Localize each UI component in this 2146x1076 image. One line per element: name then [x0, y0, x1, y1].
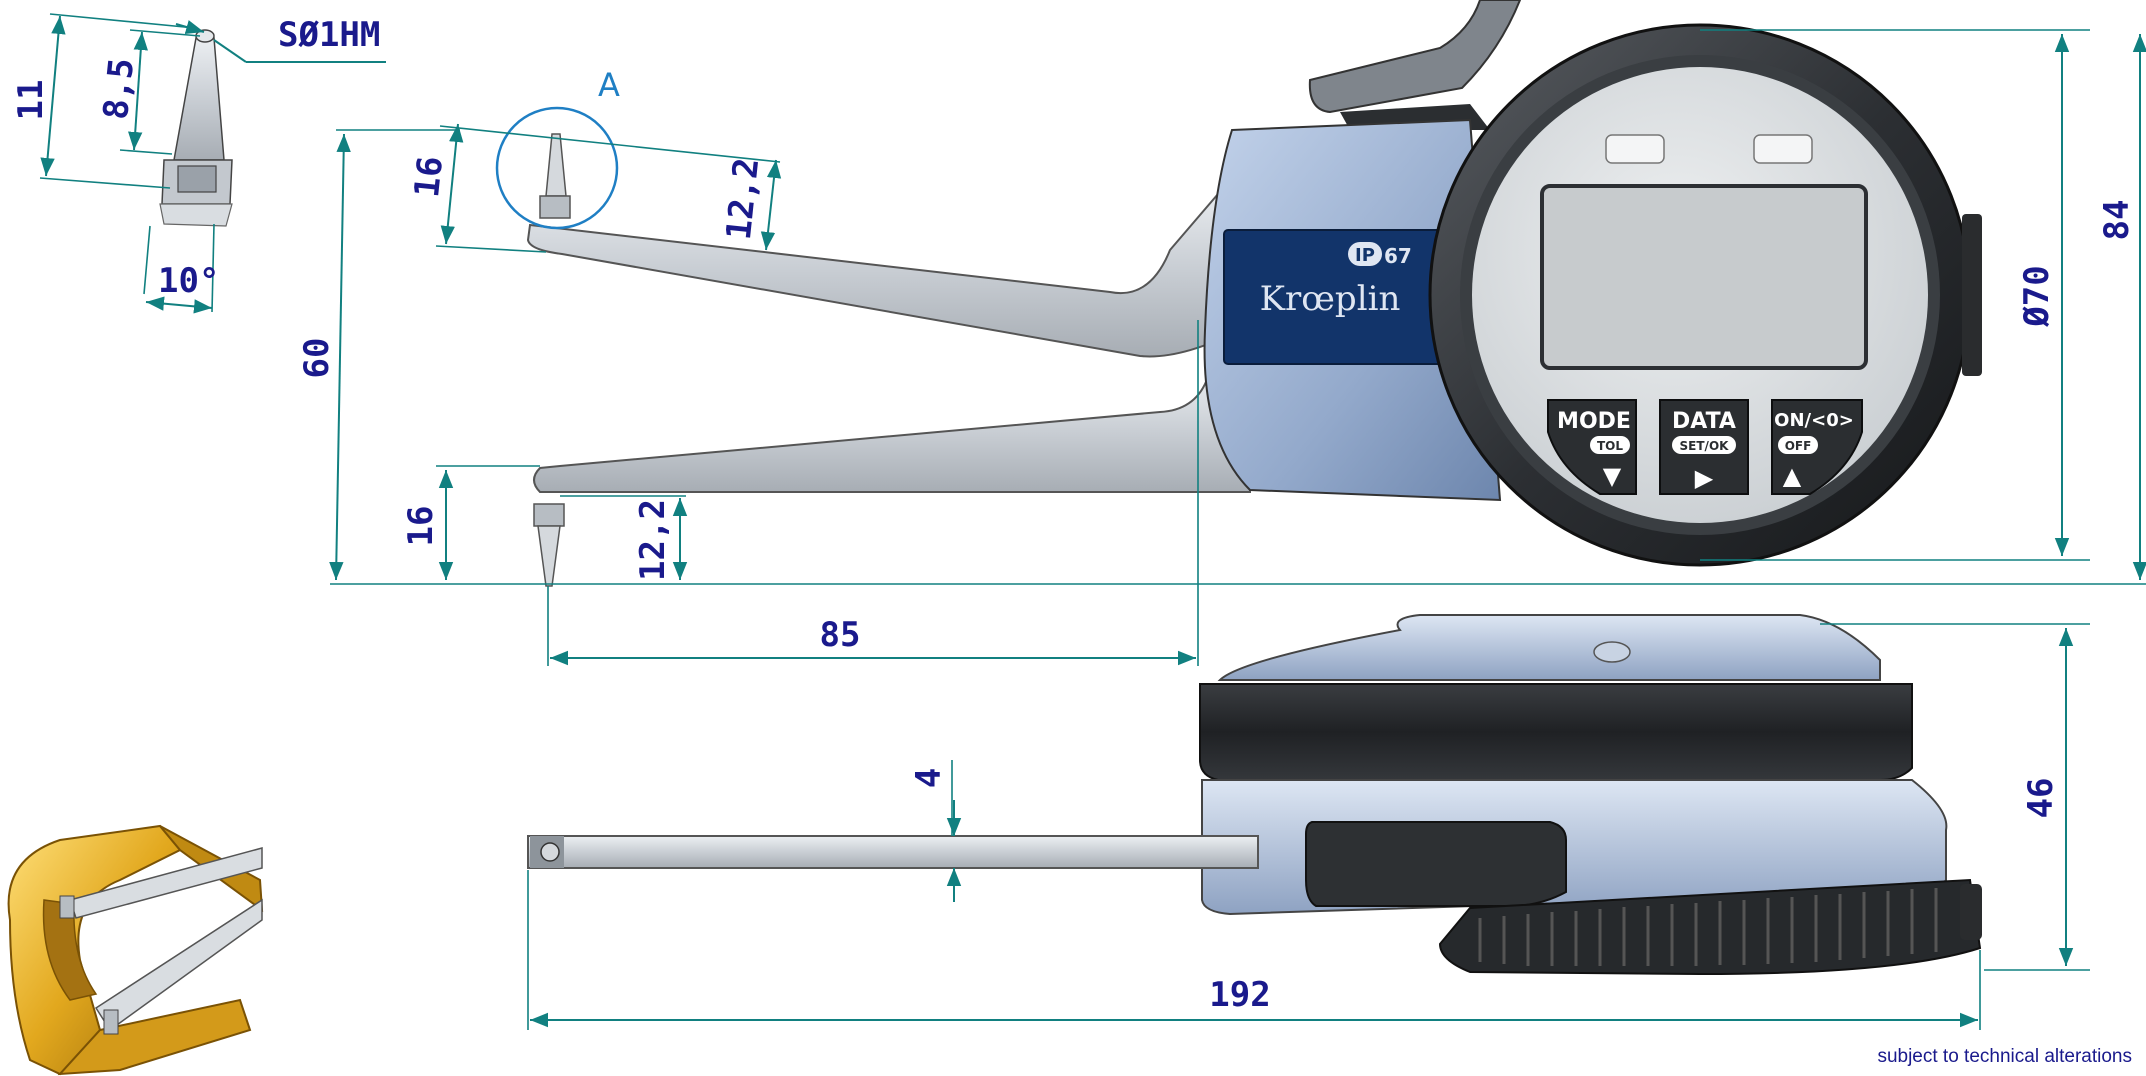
data-button-sub: SET/OK — [1680, 439, 1730, 453]
dim-dial-diameter: Ø70 — [2017, 265, 2057, 327]
data-button-label: DATA — [1672, 409, 1736, 434]
dim-tip-height-total: 11 — [11, 80, 51, 121]
dim-tip-height: 8,5 — [96, 56, 142, 121]
brand-logo: Krœplin — [1260, 279, 1401, 319]
lower-arm — [533, 368, 1251, 493]
upper-tip — [539, 133, 571, 219]
dim-upper-tip: 16 — [407, 154, 451, 199]
lever — [1308, 0, 1522, 114]
tip-detail — [159, 29, 233, 227]
ip-prefix: IP — [1355, 245, 1375, 266]
dim-overall-length: 192 — [1209, 975, 1270, 1015]
mode-arrow-icon: ▼ — [1603, 462, 1622, 490]
dim-upper-offset: 12,2 — [719, 156, 767, 242]
mode-button[interactable]: MODE TOL ▼ — [1547, 399, 1637, 495]
dim-tip-angle: 10° — [158, 261, 219, 301]
footer-note: subject to technical alterations — [1877, 1046, 2132, 1067]
dim-lower-offset: 12,2 — [633, 499, 673, 581]
upper-arm — [526, 177, 1242, 358]
data-button[interactable]: DATA SET/OK ▶ — [1659, 399, 1749, 495]
application-illustration — [7, 824, 264, 1076]
data-arrow-icon: ▶ — [1695, 464, 1714, 492]
lower-tip — [533, 503, 565, 587]
led-right — [1753, 134, 1813, 164]
on-off-button-label: ON/<0> — [1774, 410, 1854, 431]
ip-number: 67 — [1384, 244, 1412, 268]
side-view — [527, 614, 1982, 976]
on-arrow-icon: ▲ — [1783, 462, 1802, 490]
mode-button-label: MODE — [1557, 409, 1631, 434]
mode-button-sub: TOL — [1597, 439, 1623, 453]
led-left — [1605, 134, 1665, 164]
dim-depth: 46 — [2021, 778, 2061, 819]
detail-label: A — [598, 66, 620, 104]
dim-reach: 85 — [820, 615, 861, 655]
dim-arm-thickness: 4 — [909, 768, 949, 788]
dim-total-height: 60 — [297, 338, 337, 379]
on-off-button-sub: OFF — [1785, 439, 1812, 453]
detail-circle — [495, 106, 619, 230]
on-off-button[interactable]: ON/<0> OFF ▲ — [1771, 399, 1863, 495]
side-button[interactable] — [1962, 214, 1982, 376]
lcd-display — [1540, 184, 1868, 370]
dim-overall-height: 84 — [2097, 200, 2137, 241]
dim-tip-sphere: SØ1HM — [278, 15, 380, 55]
dim-lower-tip: 16 — [401, 506, 441, 547]
